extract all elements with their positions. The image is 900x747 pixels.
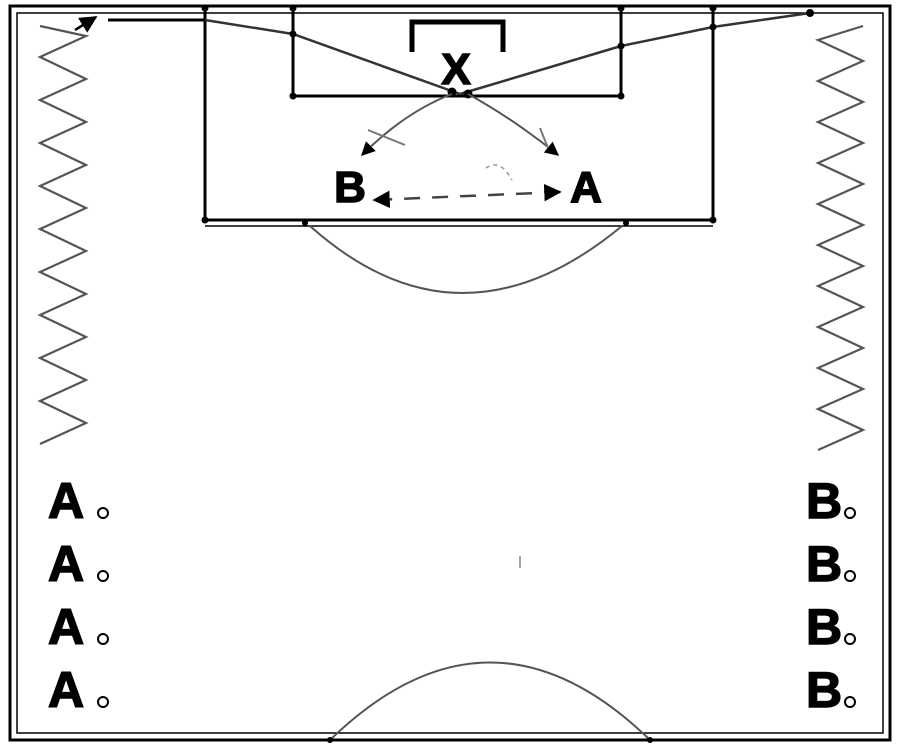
left-queue-ball-3 [97,633,109,645]
left-queue-player-4: A [48,662,84,718]
penalty-arc [309,225,623,294]
line-junction-dots [201,4,717,743]
right-queue-player-4: B [806,662,842,718]
pass-path-dots [289,9,814,99]
right-queue-ball-4 [844,696,856,708]
right-dribble-path [814,24,866,452]
left-queue-player-1: A [48,473,84,529]
goal-frame [409,19,506,52]
keeper-pass-to-b-arrow [361,93,453,156]
player-b-in-box-label: B [334,163,366,212]
center-circle-arc [329,661,651,741]
penalty-area [203,8,715,222]
a-side-run-mark [539,127,549,149]
right-queue-player-2: B [806,536,842,592]
left-queue-ball-1 [97,507,109,519]
right-queue-player-3: B [806,599,842,655]
dashed-pass-a-to-b [372,183,562,209]
right-queue-ball-1 [844,507,856,519]
keeper-to-a-dashed-curve [485,164,513,181]
left-queue-player-3: A [48,599,84,655]
keeper-pass-to-a-arrow [467,93,560,156]
left-queue-player-2: A [48,536,84,592]
pitch-outline-outer [8,4,892,742]
player-a-in-box-label: A [570,163,602,212]
ball-path-keeper-to-right [459,11,811,96]
left-start-arrow [74,15,98,33]
left-queue-ball-4 [97,696,109,708]
right-queue-ball-2 [844,570,856,582]
left-queue-ball-2 [97,570,109,582]
right-queue-player-1: B [806,473,842,529]
goal-area [291,8,623,98]
pitch-outline-inner [16,12,884,734]
b-side-run-mark [367,129,406,146]
left-dribble-path [37,24,90,446]
ball-path-left-to-keeper [204,18,461,96]
right-queue-ball-3 [844,633,856,645]
goalkeeper-label: X [441,45,470,94]
